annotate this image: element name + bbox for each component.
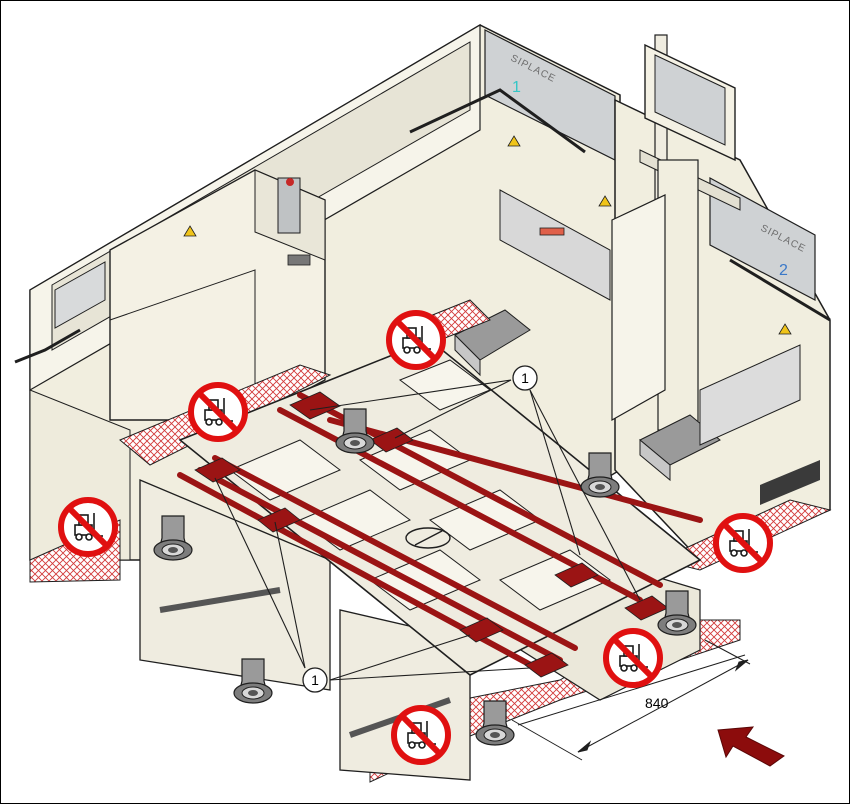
dimension-label: 840 [645,695,669,711]
module-2-number: 2 [779,262,788,279]
direction-arrow-icon [718,727,784,766]
callout-1-bottom: 1 [303,668,327,692]
module-1-number: 1 [512,79,521,96]
callout-1-top-label: 1 [521,370,529,386]
callout-1-top: 1 [513,366,537,390]
callout-1-bottom-label: 1 [311,672,319,688]
